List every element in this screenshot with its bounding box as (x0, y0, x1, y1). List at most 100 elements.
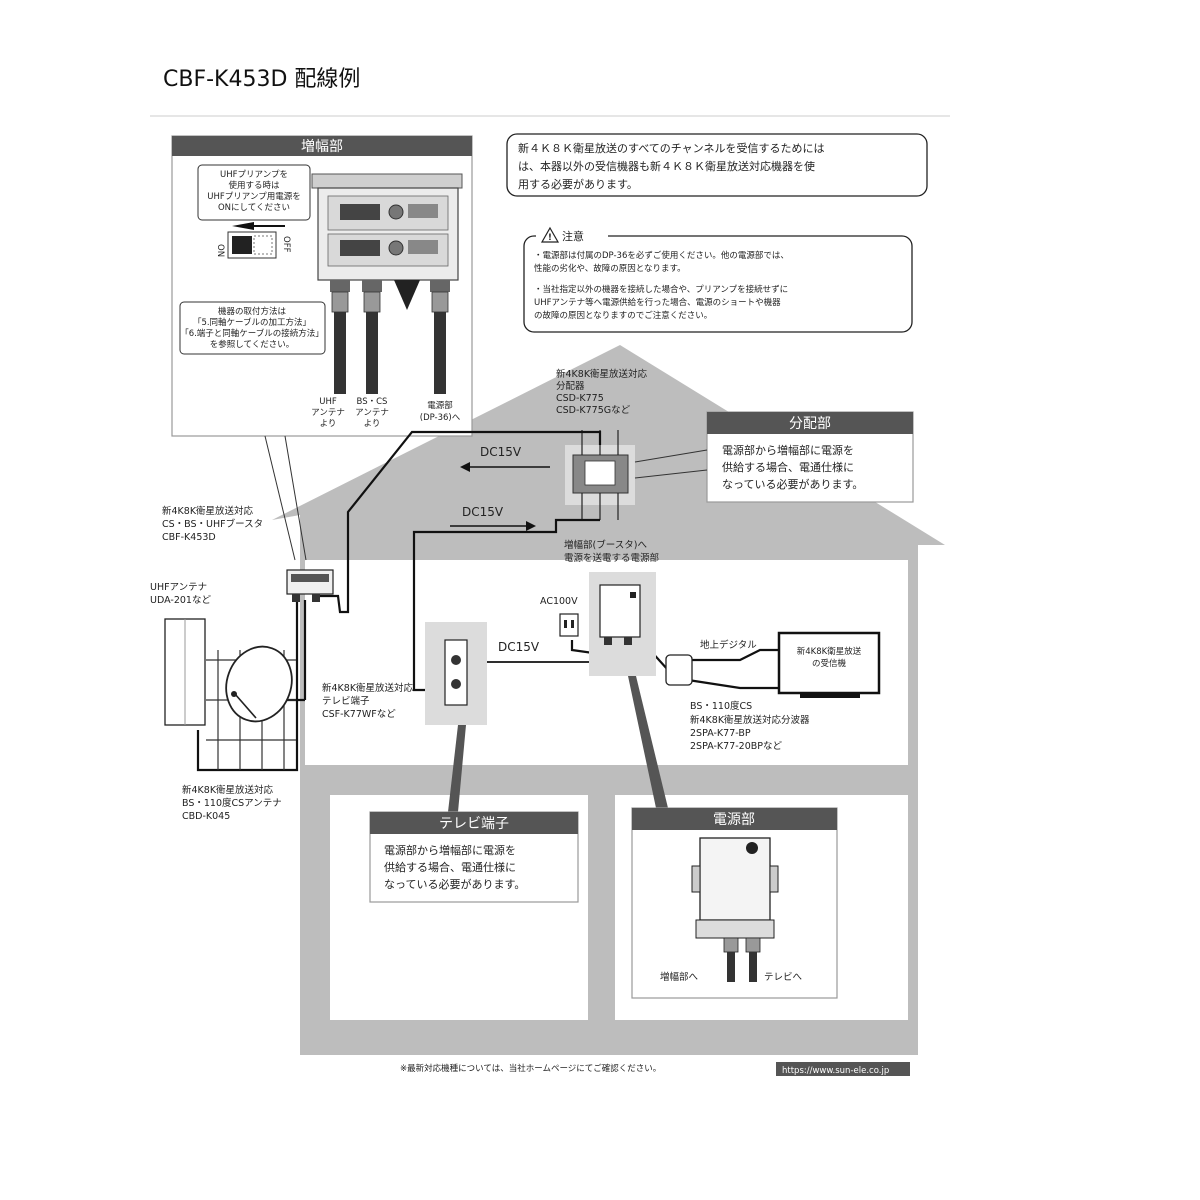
separator-label: 新4K8K衛星放送対応分波器 2SPA-K77-BP 2SPA-K77-20BP… (690, 714, 810, 752)
caution-line: ・電源部は付属のDP-36を必ずご使用ください。他の電源部では、 (534, 250, 789, 261)
wiring-note-line: を参照してください。 (210, 339, 295, 350)
caution-box: ! 注意 ・電源部は付属のDP-36を必ずご使用ください。他の電源部では、 性能… (523, 226, 913, 333)
ac-outlet (559, 613, 579, 637)
port-uhf-label: UHF (319, 397, 337, 407)
port-bscs-label: アンテナ (355, 408, 389, 418)
svg-text:新4K8K衛星放送対応: 新4K8K衛星放送対応 (322, 682, 414, 694)
wiring-note-line: 機器の取付方法は (218, 306, 287, 317)
wiring-note-line: 「5.同軸ケーブルの加工方法」 (193, 317, 311, 328)
warning-icon (540, 226, 560, 243)
svg-text:2SPA-K77-BP: 2SPA-K77-BP (690, 728, 751, 739)
svg-text:なっている必要があります。: なっている必要があります。 (384, 877, 525, 891)
amplifier-panel-title: 増幅部 (301, 139, 343, 155)
splitter-device (565, 430, 635, 520)
port-bscs-label: より (364, 419, 381, 429)
amp-note-line: ONにしてください (218, 203, 290, 213)
arrow-right-icon (526, 521, 536, 531)
amplifier-panel: 増幅部 UHFプリアンプを 使用する時は UHFプリアンプ用電源を ONにしてく… (171, 135, 473, 437)
svg-text:CS・BS・UHFブースタ: CS・BS・UHFブースタ (162, 518, 263, 530)
svg-text:新4K8K衛星放送対応: 新4K8K衛星放送対応 (182, 784, 274, 796)
notice-box: 新４Ｋ８Ｋ衛星放送のすべてのチャンネルを受信するためには は、本器以外の受信機器… (506, 133, 928, 197)
svg-text:供給する場合、電通仕様に: 供給する場合、電通仕様に (722, 460, 854, 474)
port-uhf-label: アンテナ (311, 408, 345, 418)
callout-pointer (628, 676, 668, 808)
svg-text:UDA-201など: UDA-201など (150, 595, 211, 606)
svg-text:CBD-K045: CBD-K045 (182, 811, 230, 822)
svg-text:供給する場合、電通仕様に: 供給する場合、電通仕様に (384, 860, 516, 874)
port-power-label: (DP-36)へ (420, 413, 461, 423)
tv-screen-line: の受信機 (812, 658, 847, 669)
footer-url: https://www.sun-ele.co.jp (782, 1066, 889, 1076)
tv-terminal-panel-title: テレビ端子 (439, 816, 509, 832)
dc15v-label-middle: DC15V (462, 505, 504, 519)
svg-text:なっている必要があります。: なっている必要があります。 (722, 477, 863, 491)
caution-line: UHFアンテナ等へ電源供給を行った場合、電源のショートや機器 (534, 297, 781, 308)
svg-text:電源部から増幅部に電源を: 電源部から増幅部に電源を (722, 443, 854, 457)
svg-text:CSD-K775: CSD-K775 (556, 393, 604, 404)
splitter-panel-header (707, 412, 913, 434)
power-panel-header (632, 808, 837, 830)
tv-terminal-panel-header (370, 812, 578, 834)
caution-line: の故障の原因となりますのでご注意ください。 (534, 310, 712, 321)
power-supply-label: 増幅部(ブースタ)へ 電源を送電する電源部 (564, 539, 659, 564)
to-tv-label: テレビへ (764, 972, 803, 983)
wiring-note-line: 「6.端子と同軸ケーブルの接続方法」 (180, 328, 324, 339)
separator-device (665, 654, 693, 686)
terminal-label: 新4K8K衛星放送対応 テレビ端子 CSF-K77WFなど (322, 682, 414, 720)
svg-text:新4K8K衛星放送対応分波器: 新4K8K衛星放送対応分波器 (690, 714, 810, 726)
tv-set: 新4K8K衛星放送 の受信機 (777, 631, 881, 698)
callout-line (284, 435, 307, 561)
svg-text:新4K8K衛星放送対応: 新4K8K衛星放送対応 (556, 368, 648, 380)
amplifier-panel-header (172, 136, 472, 156)
to-amplifier-label: 増幅部へ (660, 971, 699, 983)
power-supply-unit (589, 572, 656, 676)
svg-text:CSF-K77WFなど: CSF-K77WFなど (322, 709, 396, 720)
dc15v-label-lower: DC15V (498, 640, 540, 654)
svg-text:分配器: 分配器 (556, 381, 585, 392)
amp-note-line: UHFプリアンプを (220, 170, 288, 180)
url-badge (776, 1062, 910, 1076)
svg-text:!: ! (548, 233, 552, 243)
notice-line: 用する必要があります。 (518, 177, 638, 191)
callout-line (264, 435, 296, 561)
svg-text:CSD-K775Gなど: CSD-K775Gなど (556, 405, 631, 416)
preamp-power-switch: ON OFF (215, 231, 291, 259)
bs-antenna-label: 新4K8K衛星放送対応 BS・110度CSアンテナ CBD-K045 (182, 784, 282, 822)
splitter-panel-title: 分配部 (789, 416, 831, 432)
amp-note-line: UHFプリアンプ用電源を (207, 192, 300, 202)
amp-note-line: 使用する時は (228, 180, 280, 191)
notice-line: は、本器以外の受信機器も新４Ｋ８Ｋ衛星放送対応機器を使 (518, 159, 815, 173)
port-uhf-label: より (320, 419, 337, 429)
caution-line: 性能の劣化や、故障の原因となります。 (534, 263, 686, 274)
booster-label: 新4K8K衛星放送対応 CS・BS・UHFブースタ CBF-K453D (162, 505, 263, 543)
svg-text:UHFアンテナ: UHFアンテナ (150, 582, 207, 593)
splitter-label: 新4K8K衛星放送対応 分配器 CSD-K775 CSD-K775Gなど (556, 368, 648, 416)
switch-off-label: OFF (281, 236, 291, 253)
splitter-panel: 分配部 電源部から増幅部に電源を 供給する場合、電通仕様に なっている必要があり… (634, 411, 914, 503)
svg-text:電源を送電する電源部: 電源を送電する電源部 (564, 552, 659, 564)
booster-unit (286, 569, 334, 602)
callout-pointer (448, 725, 466, 812)
terrestrial-digital-label: 地上デジタル (700, 639, 757, 651)
ac100v-label: AC100V (540, 596, 578, 607)
arrow-left-icon (232, 222, 254, 230)
caution-title: 注意 (562, 229, 584, 243)
caution-line: ・当社指定以外の機器を接続した場合や、プリアンプを接続せずに (534, 284, 788, 295)
svg-text:2SPA-K77-20BPなど: 2SPA-K77-20BPなど (690, 741, 782, 752)
dc15v-label-upper: DC15V (480, 445, 522, 459)
uhf-antenna: UHFアンテナ UDA-201など (150, 582, 211, 726)
notice-line: 新４Ｋ８Ｋ衛星放送のすべてのチャンネルを受信するためには (518, 141, 824, 155)
page-title: CBF-K453D 配線例 (163, 67, 360, 92)
svg-text:新4K8K衛星放送対応: 新4K8K衛星放送対応 (162, 505, 254, 517)
tv-terminal (425, 622, 487, 725)
bs-110cs-label: BS・110度CS (690, 700, 752, 712)
svg-text:テレビ端子: テレビ端子 (322, 695, 370, 707)
port-power-label: 電源部 (427, 400, 453, 411)
satellite-dish (225, 645, 293, 723)
power-supply-drawing (691, 837, 779, 982)
svg-text:電源部から増幅部に電源を: 電源部から増幅部に電源を (384, 843, 516, 857)
arrow-left-icon (460, 462, 470, 472)
power-panel-title: 電源部 (713, 812, 755, 828)
booster-device-drawing (311, 173, 463, 394)
